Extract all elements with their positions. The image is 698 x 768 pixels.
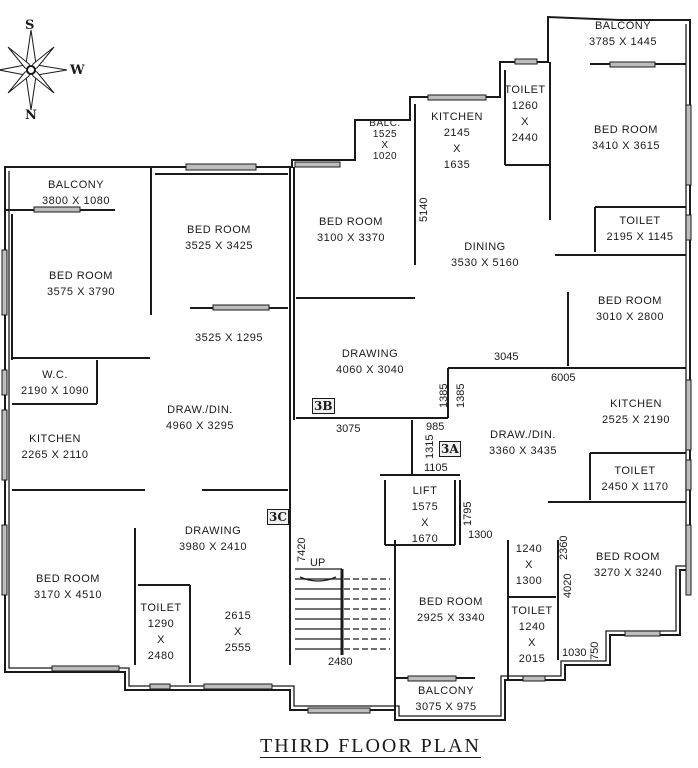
flat-tag-3a: 3A	[439, 441, 461, 457]
flat-tag-3b: 3B	[312, 398, 335, 414]
room-bedroom-7: BED ROOM 3170 X 4510	[34, 573, 102, 601]
staircase	[295, 568, 390, 655]
exterior-walls	[4, 15, 691, 721]
room-toilet-4: TOILET 1290 X 2480	[140, 602, 182, 662]
dim-985: 985	[426, 421, 445, 433]
room-bedroom-5: BED ROOM 3010 X 2800	[596, 295, 664, 323]
dim-4020: 4020	[562, 573, 574, 598]
dim-1385-a: 1385	[438, 383, 450, 408]
dim-1300: 1300	[468, 529, 493, 541]
dim-5140: 5140	[418, 197, 430, 222]
room-bedroom-ne: BED ROOM 3410 X 3615	[592, 124, 660, 152]
dim-1795: 1795	[462, 501, 474, 526]
room-bedroom-6: BED ROOM 3270 X 3240	[594, 551, 662, 579]
room-bedroom-3: BED ROOM 3100 X 3370	[317, 216, 385, 244]
room-toilet-3: TOILET 2450 X 1170	[601, 465, 669, 493]
dim-750: 750	[589, 641, 601, 660]
room-bedroom-2: BED ROOM 3525 X 3425	[185, 224, 253, 252]
dim-1105: 1105	[424, 462, 448, 474]
compass-south-label: S	[25, 18, 35, 33]
dim-2360: 2360	[558, 535, 570, 560]
dim-3045: 3045	[494, 351, 519, 363]
room-dining-3c: 2615 X 2555	[224, 610, 252, 654]
room-kitchen-3c: KITCHEN 2265 X 2110	[21, 433, 89, 461]
room-balcony-ne: BALCONY 3785 X 1445	[589, 20, 657, 48]
stair-arrow-icon	[299, 576, 337, 582]
dim-6005: 6005	[551, 372, 576, 384]
dim-1030: 1030	[562, 647, 587, 659]
room-balcony-nw: BALCONY 3800 X 1080	[42, 179, 110, 207]
room-balcony-s: BALCONY 3075 X 975	[415, 685, 477, 713]
flat-tag-3c: 3C	[267, 509, 289, 525]
dim-7420: 7420	[296, 537, 308, 562]
compass-west-label: W	[70, 63, 85, 78]
room-drawing-3c: DRAWING 3980 X 2410	[179, 525, 247, 553]
room-lift: LIFT 1575 X 1670	[411, 485, 439, 545]
dim-3075: 3075	[336, 423, 361, 435]
room-bedroom-4: BED ROOM 3575 X 3790	[47, 270, 115, 298]
room-bedroom-8: BED ROOM 2925 X 3340	[417, 596, 485, 624]
interior-walls	[5, 62, 686, 710]
dim-1385-b: 1385	[455, 383, 467, 408]
drawing-title: THIRD FLOOR PLAN	[260, 735, 481, 758]
compass-rose-icon	[0, 29, 68, 111]
room-kitchen-3a: KITCHEN 2525 X 2190	[602, 398, 670, 426]
room-drawing-3b: DRAWING 4060 X 3040	[336, 348, 404, 376]
room-wc: W.C. 2190 X 1090	[21, 369, 89, 397]
room-toilet-5: TOILET 1240 X 2015	[511, 605, 553, 665]
compass-north-label: N	[25, 108, 37, 123]
room-store: 1240 X 1300	[515, 543, 543, 587]
room-dining: DINING 3530 X 5160	[451, 241, 519, 269]
room-draw-din-3a: DRAW./DIN. 3360 X 3435	[489, 429, 557, 457]
windows	[1, 58, 692, 714]
room-passage: 3525 X 1295	[195, 332, 263, 344]
dim-2480: 2480	[328, 656, 353, 668]
room-balc-small: BALC. 1525 X 1020	[369, 118, 401, 162]
dim-1315: 1315	[424, 434, 436, 459]
room-kitchen-1: KITCHEN 2145 X 1635	[431, 111, 483, 171]
room-toilet-2: TOILET 2195 X 1145	[606, 215, 674, 243]
room-draw-din-3c: DRAW./DIN. 4960 X 3295	[166, 404, 234, 432]
room-toilet-1: TOILET 1260 X 2440	[504, 84, 546, 144]
stair-up-label: UP	[310, 557, 326, 569]
